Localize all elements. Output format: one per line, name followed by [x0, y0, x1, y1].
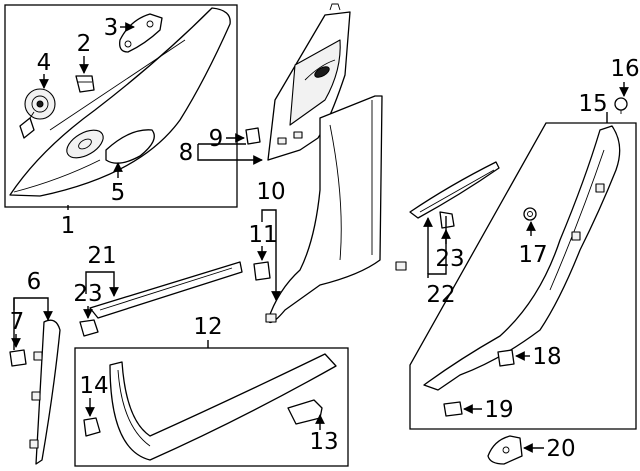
callout-10: 10	[256, 179, 285, 205]
callout-19: 19	[484, 397, 513, 423]
group-box-12	[74, 347, 349, 467]
callout-16: 16	[610, 56, 639, 82]
callout-12: 12	[193, 314, 222, 340]
callout-22: 22	[426, 282, 455, 308]
pillar-trim-part-6[interactable]	[29, 319, 61, 465]
a-pillar-trim-part-1[interactable]	[9, 7, 231, 197]
callout-6: 6	[27, 269, 42, 295]
callout-3: 3	[104, 15, 119, 41]
callout-21: 21	[87, 243, 116, 269]
rocker-trim-part-12[interactable]	[109, 353, 337, 461]
callout-13: 13	[309, 429, 338, 455]
speaker-part-4[interactable]	[19, 88, 56, 139]
callout-labels: 1 2 3 4 5 6 7 8 9 10 11 12 13 14 15 16 1…	[10, 15, 640, 462]
callout-20: 20	[546, 436, 575, 462]
callout-9: 9	[209, 126, 224, 152]
callout-2: 2	[77, 31, 92, 57]
clip-part-17[interactable]	[523, 207, 537, 221]
callout-5: 5	[111, 180, 126, 206]
trim-strip-part-22[interactable]	[409, 161, 500, 219]
clip-part-14[interactable]	[83, 417, 101, 437]
clip-part-23-right[interactable]	[439, 211, 455, 229]
bracket-part-3[interactable]	[119, 13, 163, 53]
bracket-part-20[interactable]	[487, 435, 523, 465]
c-pillar-trim-part-15[interactable]	[423, 125, 621, 391]
clip-part-7[interactable]	[9, 349, 27, 367]
callout-8: 8	[179, 140, 194, 166]
callout-7: 7	[10, 309, 25, 335]
callout-23-left: 23	[73, 281, 102, 307]
callout-18: 18	[532, 344, 561, 370]
callout-15: 15	[578, 91, 607, 117]
group-box-15	[409, 122, 637, 430]
clip-part-11[interactable]	[253, 261, 271, 281]
callout-17: 17	[518, 242, 547, 268]
clip-part-2[interactable]	[75, 75, 95, 93]
clip-part-16[interactable]	[614, 97, 628, 114]
clip-part-9[interactable]	[245, 127, 261, 145]
leader-lines	[11, 22, 629, 453]
clip-part-13[interactable]	[287, 399, 323, 425]
callout-11: 11	[248, 222, 277, 248]
b-pillar-upper-trim-part-8[interactable]	[267, 3, 351, 161]
clip-part-19[interactable]	[443, 401, 463, 417]
clip-part-23-left[interactable]	[79, 319, 99, 337]
callout-4: 4	[37, 50, 52, 76]
callout-23-right: 23	[435, 246, 464, 272]
callout-1: 1	[61, 213, 76, 239]
group-box-1	[4, 4, 238, 208]
clip-part-18[interactable]	[497, 349, 515, 367]
b-pillar-lower-trim-part-10[interactable]	[265, 95, 407, 324]
sill-plate-part-21[interactable]	[89, 261, 243, 319]
callout-14: 14	[79, 373, 108, 399]
